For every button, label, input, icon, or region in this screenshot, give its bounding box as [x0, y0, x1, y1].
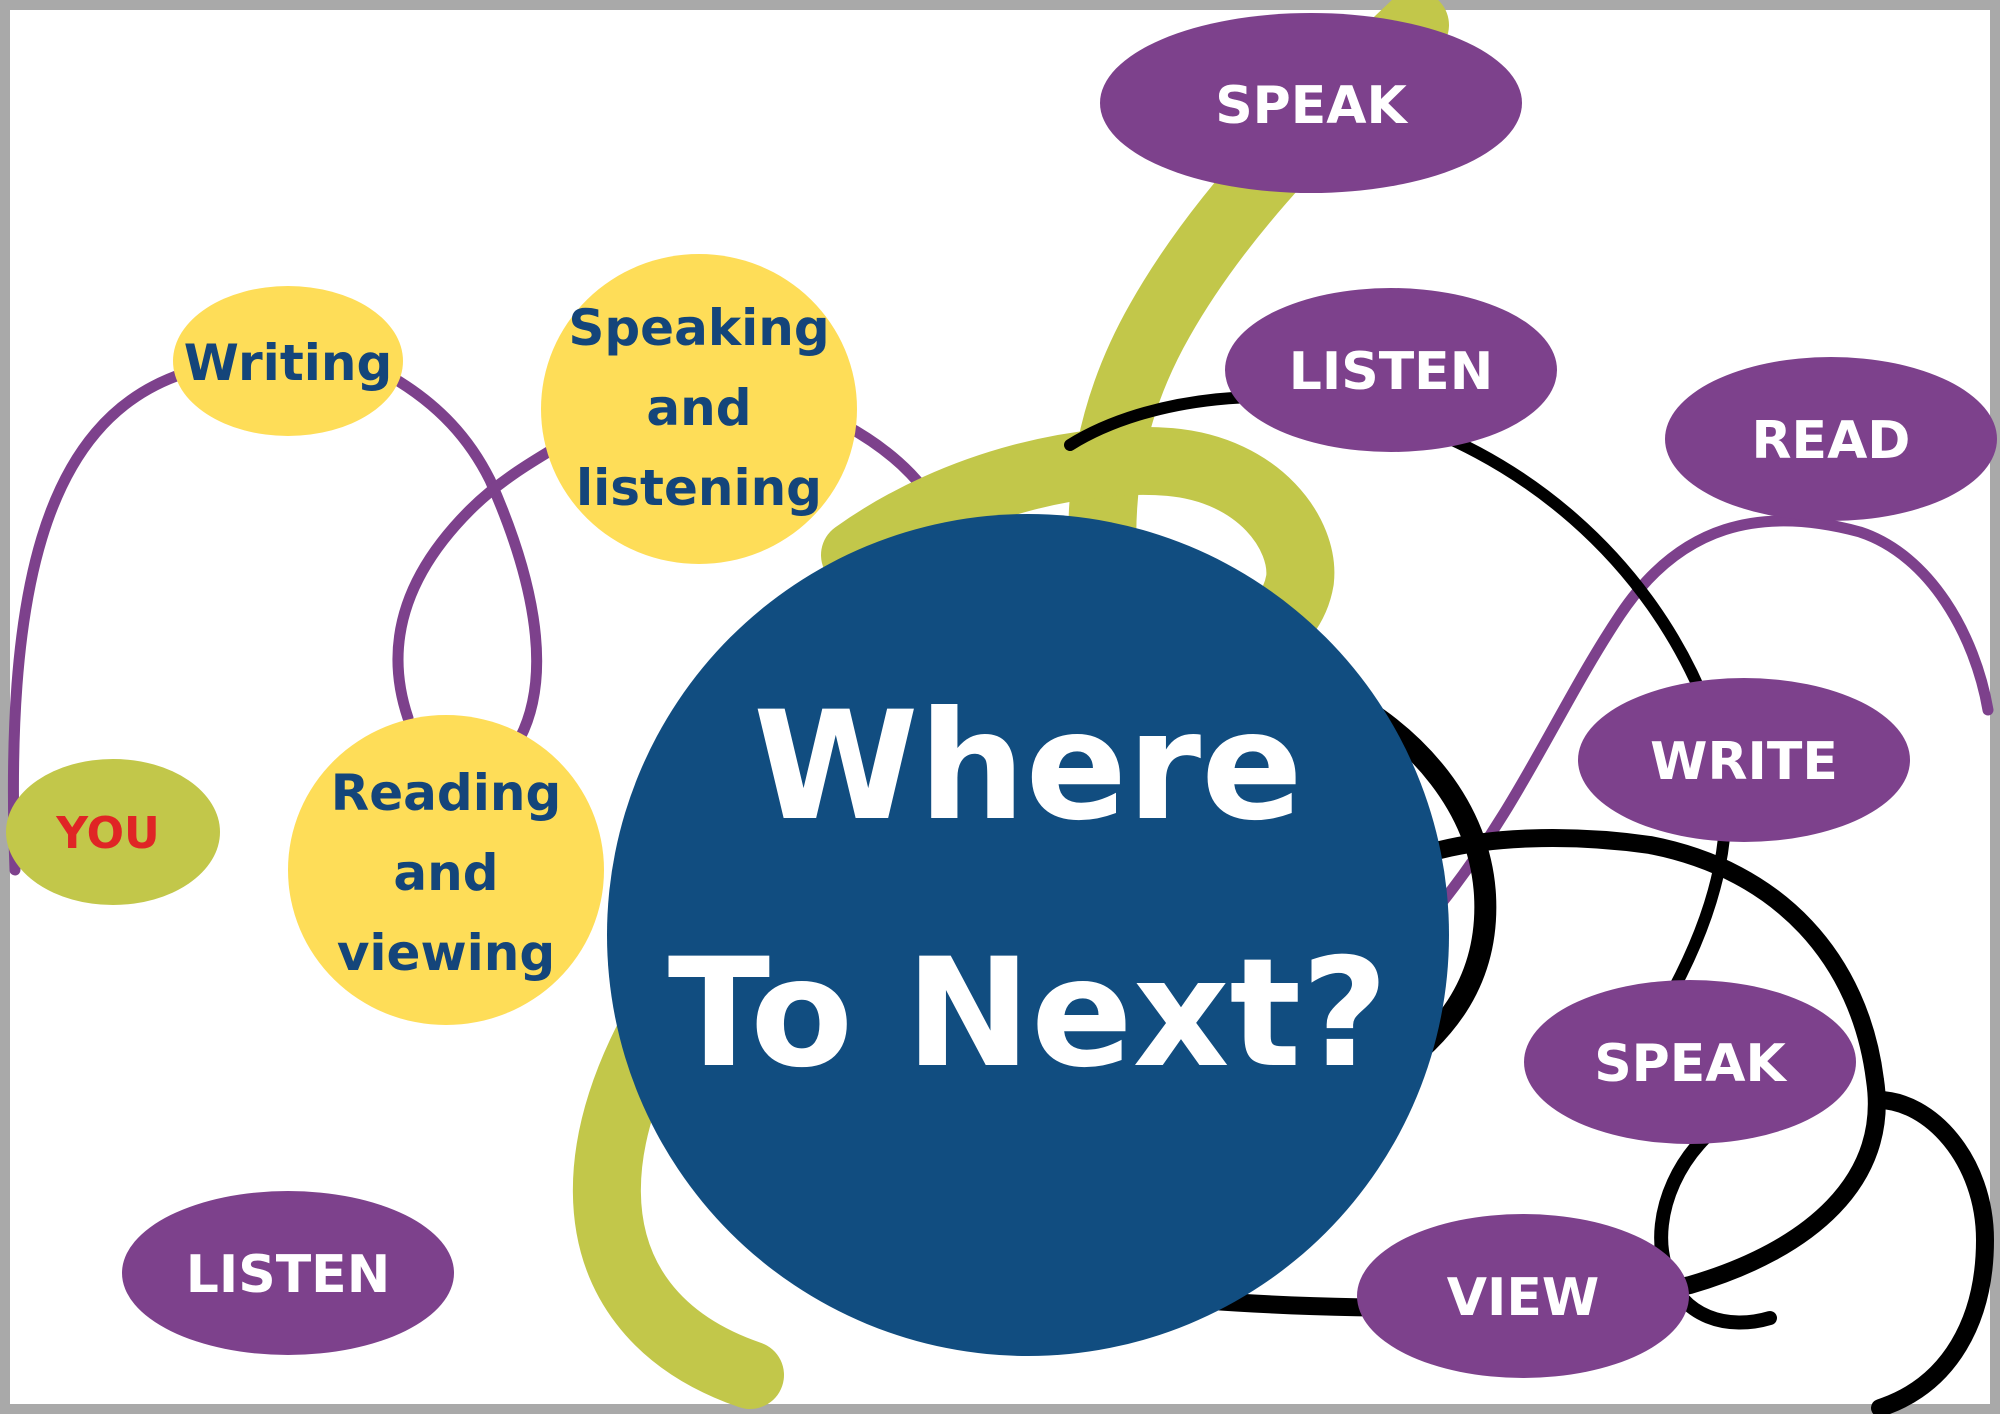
connector-you-writing	[7, 367, 191, 876]
view-label: VIEW	[1447, 1268, 1599, 1328]
listen-node-bottom: LISTEN	[122, 1191, 454, 1355]
speak-bottom-label: SPEAK	[1594, 1034, 1787, 1094]
speaking-listening-label-line1: Speaking	[568, 299, 829, 357]
writing-label: Writing	[184, 334, 393, 392]
read-label: READ	[1752, 411, 1911, 471]
connector-reading-speaking	[392, 439, 566, 724]
view-node: VIEW	[1357, 1214, 1689, 1378]
speak-top-label: SPEAK	[1215, 76, 1408, 136]
reading-viewing-label-line2: and	[393, 844, 498, 902]
you-node: YOU	[6, 759, 220, 905]
speaking-listening-label-line3: listening	[576, 459, 822, 517]
you-label: YOU	[55, 808, 159, 859]
center-title-line2: To Next?	[668, 927, 1388, 1101]
speaking-listening-node: Speaking and listening	[541, 254, 857, 564]
black-loop-upper	[1064, 390, 1732, 1011]
listen-bottom-label: LISTEN	[186, 1245, 390, 1305]
speak-node-bottom: SPEAK	[1524, 980, 1856, 1144]
writing-node: Writing	[173, 286, 403, 436]
green-path-loop	[821, 426, 1335, 679]
write-node: WRITE	[1578, 678, 1910, 842]
listen-top-label: LISTEN	[1289, 342, 1493, 402]
speak-node-top: SPEAK	[1100, 13, 1522, 193]
reading-viewing-node: Reading and viewing	[288, 715, 604, 1025]
connector-writing-reading	[384, 370, 543, 744]
speaking-listening-label-line2: and	[646, 379, 751, 437]
read-node: READ	[1665, 357, 1997, 521]
reading-viewing-label-line1: Reading	[331, 764, 561, 822]
listen-node-top: LISTEN	[1225, 288, 1557, 452]
connector-center-right	[1434, 515, 1994, 911]
center-node: Where To Next?	[607, 514, 1449, 1356]
black-loop-right	[1869, 1091, 1995, 1414]
write-label: WRITE	[1650, 732, 1838, 792]
reading-viewing-label-line3: viewing	[337, 924, 555, 982]
center-title-line1: Where	[753, 680, 1303, 854]
